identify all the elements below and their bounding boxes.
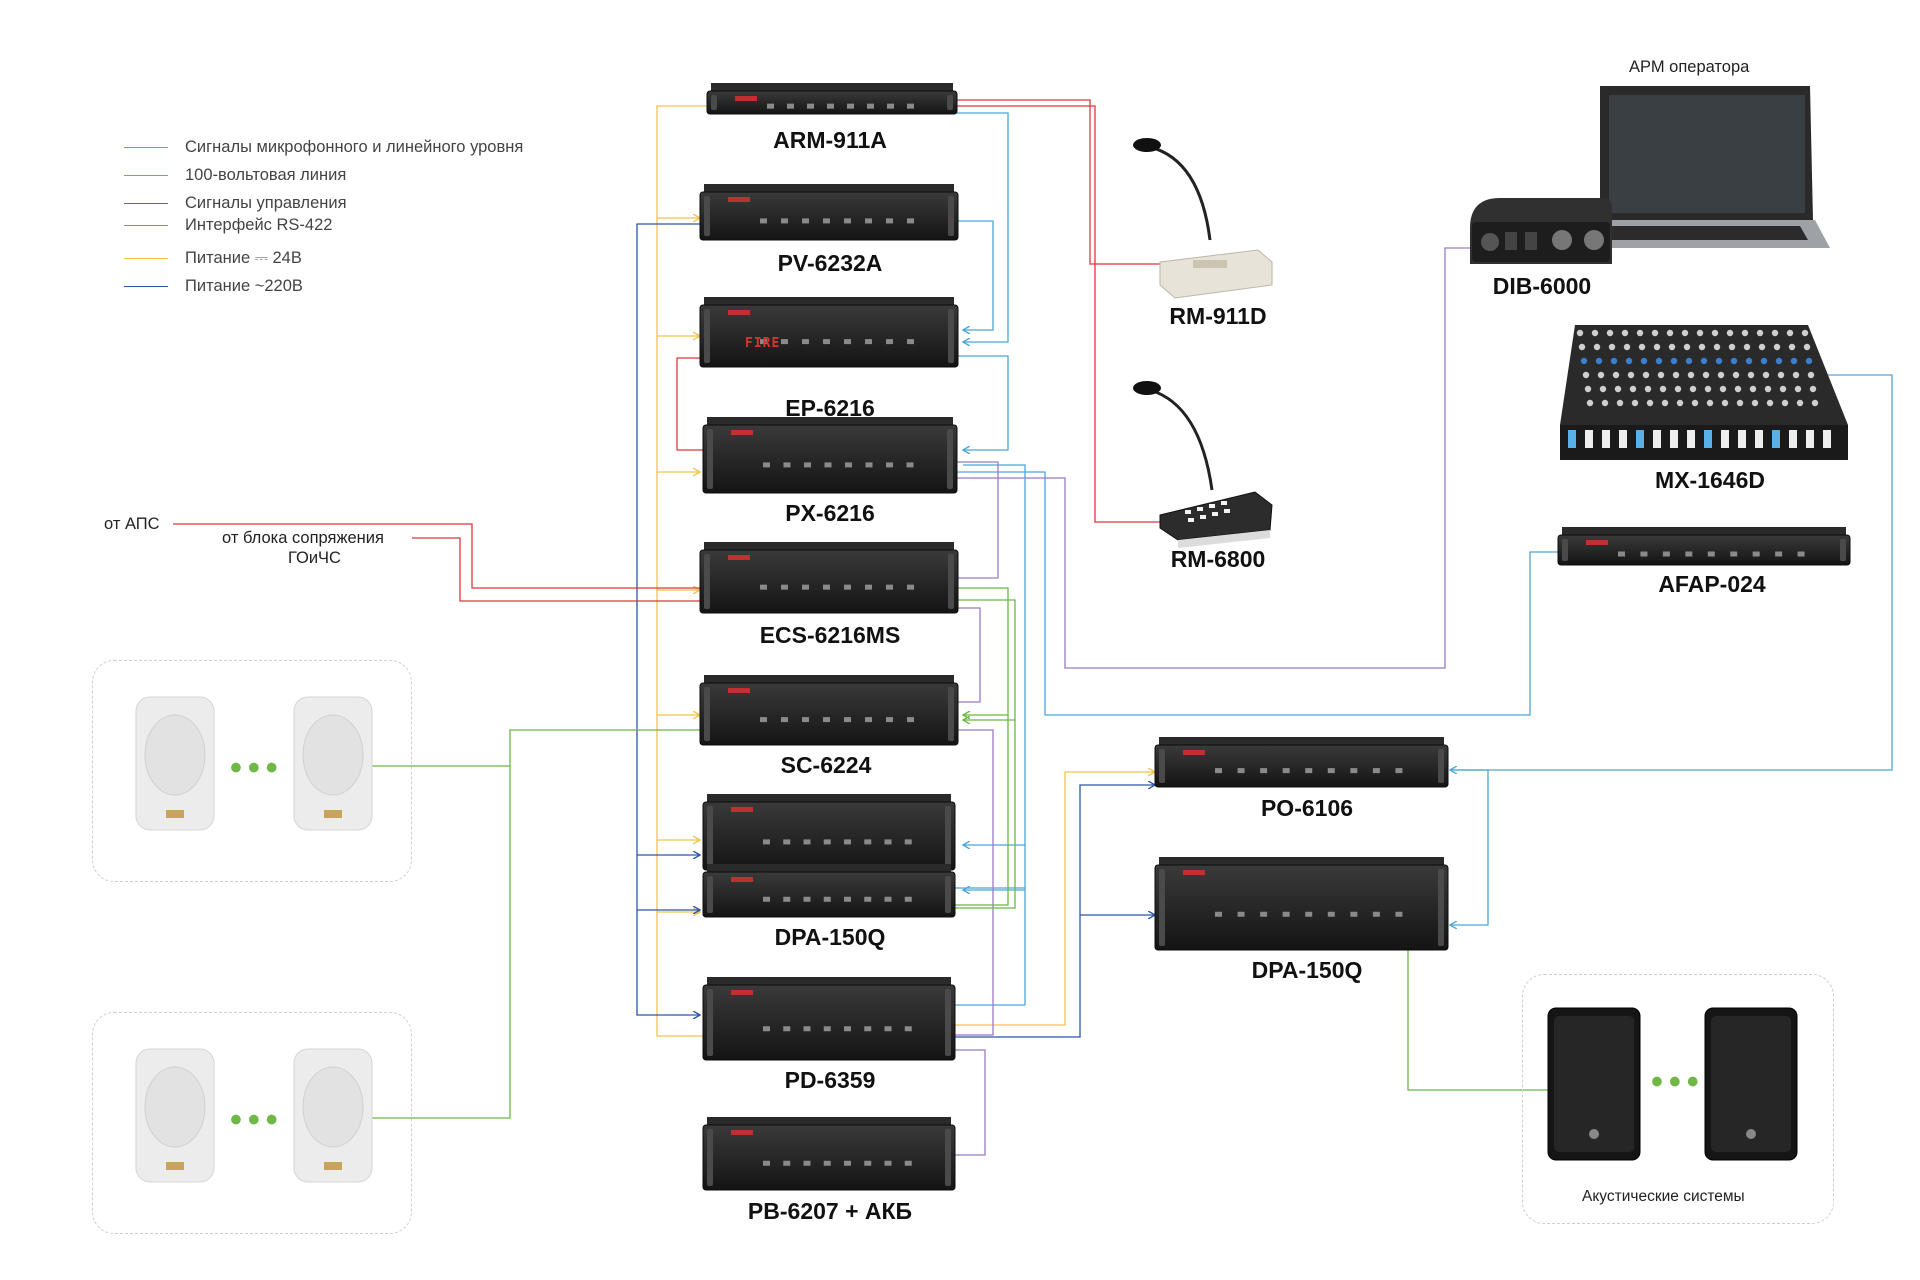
pb6207-rack xyxy=(702,1117,956,1191)
legend-swatch-line-level xyxy=(124,146,168,148)
wall-speaker-icon xyxy=(293,1048,373,1183)
legend-label: Сигналы микрофонного и линейного уровня xyxy=(185,137,524,156)
label-ecs6216ms: ECS-6216MS xyxy=(759,622,901,648)
power-220v-wires xyxy=(636,223,1155,1038)
legend-swatch-100v xyxy=(124,174,168,176)
legend-label: Питание ~220В xyxy=(185,276,303,295)
label-pb6207: PB-6207 + АКБ xyxy=(747,1198,913,1224)
legend-swatch-control xyxy=(124,202,168,204)
operator-workstation-label: АРМ оператора xyxy=(1629,58,1750,76)
rs422-wires xyxy=(955,247,1473,1156)
legend-swatch-24v xyxy=(124,257,168,259)
ellipsis-acoustic: ••• xyxy=(1651,1063,1705,1101)
label-afap024: AFAP-024 xyxy=(1658,571,1766,597)
label-dpa150q-left: DPA-150Q xyxy=(774,924,886,950)
legend-label: Питание ⎓ 24В xyxy=(185,248,302,267)
label-ep6216: EP-6216 xyxy=(785,395,875,421)
wall-speaker-icon xyxy=(135,1048,215,1183)
100v-line-wires xyxy=(372,587,1548,1119)
line-level-wires xyxy=(955,112,1893,1006)
label-pv6232a: PV-6232A xyxy=(777,250,883,276)
arm911a-rack xyxy=(706,83,958,115)
legend-swatch-rs422 xyxy=(124,224,168,226)
legend-item-control: Сигналы управления xyxy=(124,193,347,213)
from-gochs-label-line2: ГОиЧС xyxy=(288,549,341,567)
from-aps-label: от АПС xyxy=(104,515,160,533)
dpa150q-left-bottom-rack xyxy=(702,864,956,918)
rm6800-console xyxy=(1133,381,1273,548)
ecs6216ms-rack xyxy=(699,542,959,614)
po6106-rack xyxy=(1154,737,1449,788)
acoustic-systems-group xyxy=(1522,974,1834,1224)
legend-label: Сигналы управления xyxy=(185,193,347,212)
px6216-rack xyxy=(702,417,958,494)
wall-speaker-icon xyxy=(135,696,215,831)
control-wires xyxy=(173,99,1165,602)
laptop-icon xyxy=(1585,86,1830,248)
ep6216-display: FIRE xyxy=(745,336,781,351)
label-po6106: PO-6106 xyxy=(1260,795,1354,821)
label-arm911a: ARM-911A xyxy=(773,127,887,153)
afap024-rack xyxy=(1557,527,1851,566)
label-px6216: PX-6216 xyxy=(785,500,875,526)
legend-item-24v: Питание ⎓ 24В xyxy=(124,248,302,268)
dpa150q-right-rack xyxy=(1154,857,1449,951)
acoustic-system-icon xyxy=(1704,1007,1798,1161)
rm911d-console xyxy=(1133,138,1273,299)
label-rm911d: RM-911D xyxy=(1169,303,1267,329)
pv6232a-rack xyxy=(699,184,959,241)
wall-speaker-group-2 xyxy=(92,1012,412,1234)
sc6224-rack xyxy=(699,675,959,746)
label-dib6000: DIB-6000 xyxy=(1492,273,1592,299)
dib6000-box xyxy=(1470,198,1612,264)
mx1646d-mixer xyxy=(1560,325,1848,460)
acoustic-system-icon xyxy=(1547,1007,1641,1161)
ep6216-rack xyxy=(699,297,959,368)
wall-speaker-group-1 xyxy=(92,660,412,882)
legend-label: 100-вольтовая линия xyxy=(185,165,347,184)
power-24v-wires xyxy=(656,105,1155,1037)
ellipsis-group-1: ••• xyxy=(230,749,284,787)
legend-item-100v: 100-вольтовая линия xyxy=(124,165,346,185)
ellipsis-group-2: ••• xyxy=(230,1101,284,1139)
dpa150q-left-top-rack xyxy=(702,794,956,871)
legend-swatch-220v xyxy=(124,285,168,287)
legend-item-rs422: Интерфейс RS-422 xyxy=(124,215,332,235)
legend-item-line-level: Сигналы микрофонного и линейного уровня xyxy=(124,137,523,157)
label-mx1646d: MX-1646D xyxy=(1655,467,1765,493)
pd6359-rack xyxy=(702,977,956,1061)
label-pd6359: PD-6359 xyxy=(784,1067,876,1093)
label-rm6800: RM-6800 xyxy=(1170,546,1266,572)
label-sc6224: SC-6224 xyxy=(780,752,872,778)
legend-label: Интерфейс RS-422 xyxy=(185,215,333,234)
label-dpa150q-right: DPA-150Q xyxy=(1251,957,1363,983)
from-gochs-label-line1: от блока сопряжения xyxy=(222,529,384,547)
acoustic-systems-caption: Акустические системы xyxy=(1582,1188,1745,1205)
legend-item-220v: Питание ~220В xyxy=(124,276,303,296)
wall-speaker-icon xyxy=(293,696,373,831)
